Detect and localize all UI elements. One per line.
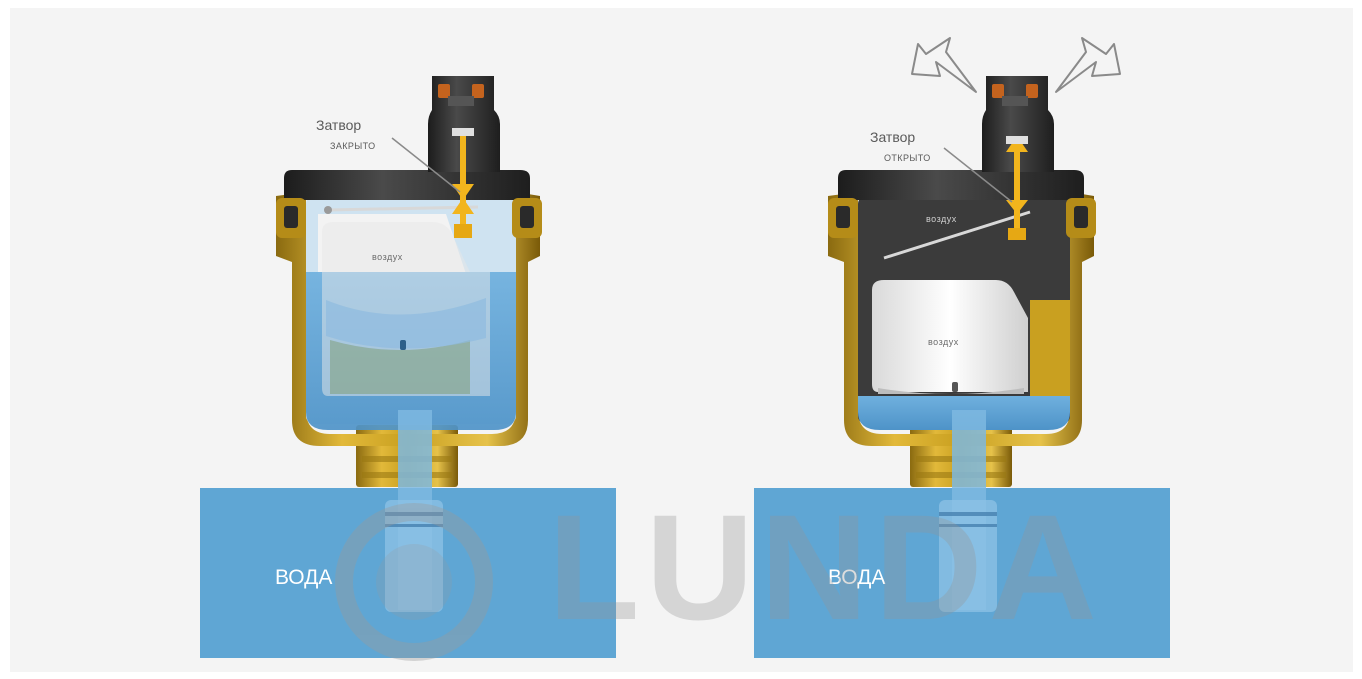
left-air-label: воздух xyxy=(372,252,403,262)
left-water-label: ВОДА xyxy=(275,566,333,589)
right-gate-label: Затвор xyxy=(870,129,916,145)
right-gate-pointer xyxy=(943,147,1013,203)
left-lever xyxy=(327,205,479,212)
lunda-watermark: LUNDA xyxy=(548,483,1103,651)
left-gate-state: ЗАКРЫТО xyxy=(330,141,376,151)
right-air-label-float: воздух xyxy=(928,337,959,347)
arrow-outline-up-right-icon xyxy=(1055,37,1121,93)
right-top-cap xyxy=(838,170,1084,200)
right-valve-open xyxy=(754,37,1170,658)
right-air-label-top: воздух xyxy=(926,214,957,224)
left-valve-closed xyxy=(200,76,616,658)
right-gate-state: ОТКРЫТО xyxy=(884,153,931,163)
left-top-cap xyxy=(284,170,530,200)
right-water-label: ВОДА xyxy=(828,566,886,589)
left-gate-label: Затвор xyxy=(316,117,362,133)
left-gate-pointer xyxy=(391,137,461,193)
right-lever xyxy=(883,210,1031,260)
right-gate-pin xyxy=(1014,140,1020,238)
right-float xyxy=(872,280,1028,392)
left-vent-tower xyxy=(428,76,500,172)
arrow-outline-up-left-icon xyxy=(911,37,977,93)
right-vent-tower xyxy=(982,76,1054,172)
left-gate-pin xyxy=(460,132,466,232)
lunda-logo-ring-icon xyxy=(335,503,493,661)
